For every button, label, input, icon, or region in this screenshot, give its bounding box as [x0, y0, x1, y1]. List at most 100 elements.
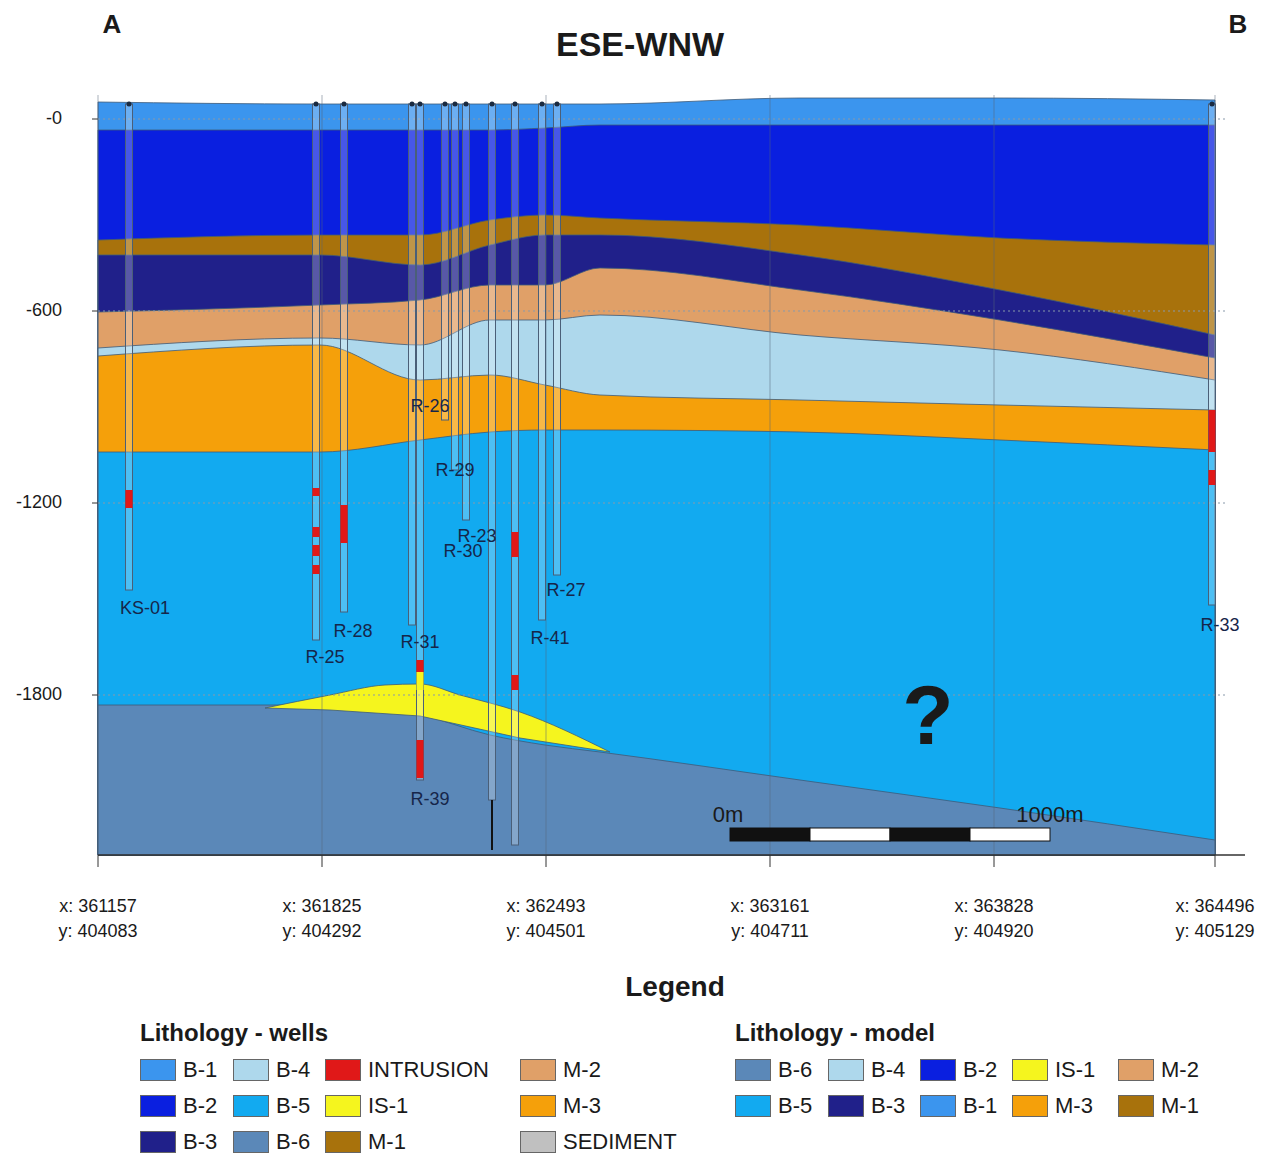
- scale-bar: [730, 828, 1050, 841]
- axis-tick: [92, 695, 98, 696]
- well-bore: [463, 104, 470, 520]
- well-head: [513, 102, 518, 107]
- well-head: [443, 102, 448, 107]
- legend-label: M-3: [1055, 1094, 1093, 1118]
- axis-line: [98, 854, 1245, 856]
- coordinate-label: y: 404501: [506, 922, 585, 942]
- grid-line: [98, 119, 1225, 120]
- well-head: [464, 102, 469, 107]
- stratum-layer: [98, 215, 1215, 855]
- intrusion-segment: [313, 545, 320, 556]
- stratum-layer: [98, 98, 1215, 855]
- well-bore: [126, 104, 133, 590]
- legend-label: B-5: [276, 1094, 310, 1118]
- legend-label: IS-1: [1055, 1058, 1095, 1082]
- legend-label: B-3: [871, 1094, 905, 1118]
- axis-tick: [994, 855, 995, 867]
- legend-label: B-1: [183, 1058, 217, 1082]
- well-bore: [417, 104, 424, 780]
- well-label: R-28: [333, 622, 372, 642]
- well-bore: [539, 104, 546, 620]
- well-head: [490, 102, 495, 107]
- legend-label: M-3: [563, 1094, 601, 1118]
- legend-heading: Lithology - wells: [140, 1020, 328, 1046]
- axis-tick: [92, 119, 98, 120]
- axis-tick: [322, 855, 323, 867]
- well-trace: [491, 800, 493, 850]
- axis-tick: [92, 503, 98, 504]
- intrusion-segment: [1209, 470, 1216, 485]
- stratum-layer: [98, 315, 1215, 855]
- depth-label: -0: [46, 109, 62, 129]
- legend-swatch: [828, 1059, 864, 1081]
- stratum-layer: [98, 125, 1215, 855]
- intrusion-segment: [313, 565, 320, 574]
- legend-swatch: [1012, 1059, 1048, 1081]
- well-head: [314, 102, 319, 107]
- well-bore: [313, 104, 320, 640]
- legend-swatch: [520, 1131, 556, 1153]
- axis-tick: [98, 855, 99, 867]
- well-bore: [409, 104, 416, 625]
- well-label: R-33: [1200, 616, 1239, 636]
- scale-segment: [970, 828, 1050, 841]
- well-head: [540, 102, 545, 107]
- legend-swatch: [233, 1095, 269, 1117]
- depth-label: -1800: [16, 685, 62, 705]
- coordinate-label: y: 404711: [731, 922, 809, 942]
- intrusion-segment: [417, 740, 424, 778]
- well-head: [127, 102, 132, 107]
- intrusion-segment: [417, 660, 424, 672]
- legend-label: M-2: [563, 1058, 601, 1082]
- well-label: R-29: [435, 461, 474, 481]
- coordinate-label: y: 404292: [282, 922, 361, 942]
- stratum-layer: [98, 705, 1215, 855]
- well-label: R-27: [546, 581, 585, 601]
- intrusive-lens: [265, 684, 610, 752]
- grid-line: [994, 95, 995, 855]
- well-head: [453, 102, 458, 107]
- legend-heading: Legend: [625, 972, 725, 1003]
- well-bore: [512, 104, 519, 845]
- grid-line: [98, 503, 1225, 504]
- coordinate-label: x: 361157: [59, 897, 137, 917]
- wells: [126, 102, 1216, 851]
- well-label: R-30: [443, 542, 482, 562]
- well-label: R-26: [410, 397, 449, 417]
- well-bore: [442, 104, 449, 420]
- grid-line: [322, 95, 323, 855]
- stratum-layer: [98, 345, 1215, 855]
- intrusion-segment: [313, 527, 320, 537]
- legend-swatch: [325, 1095, 361, 1117]
- legend-swatch: [325, 1059, 361, 1081]
- legend-swatch: [1012, 1095, 1048, 1117]
- scale-label: 1000m: [1016, 803, 1083, 827]
- legend-label: M-1: [1161, 1094, 1199, 1118]
- intrusion-segment: [313, 488, 320, 496]
- coordinate-label: x: 363161: [730, 897, 809, 917]
- well-label: R-41: [530, 629, 569, 649]
- legend-swatch: [920, 1059, 956, 1081]
- legend-label: B-2: [963, 1058, 997, 1082]
- legend-label: B-6: [276, 1130, 310, 1154]
- legend-swatch: [735, 1059, 771, 1081]
- question-mark: ?: [902, 669, 953, 761]
- coordinate-label: x: 361825: [282, 897, 361, 917]
- well-head: [410, 102, 415, 107]
- intrusion-segment: [512, 675, 519, 690]
- section-end-label: A: [103, 10, 122, 39]
- legend-label: B-5: [778, 1094, 812, 1118]
- legend-swatch: [1118, 1095, 1154, 1117]
- legend-label: B-6: [778, 1058, 812, 1082]
- legend-label: B-2: [183, 1094, 217, 1118]
- well-label: R-25: [305, 648, 344, 668]
- intrusion-segment: [126, 490, 133, 508]
- well-label: R-39: [410, 790, 449, 810]
- legend-label: B-1: [963, 1094, 997, 1118]
- legend-swatch: [140, 1095, 176, 1117]
- legend-label: B-4: [276, 1058, 310, 1082]
- legend-swatch: [233, 1059, 269, 1081]
- coordinate-label: y: 405129: [1175, 922, 1254, 942]
- well-head: [555, 102, 560, 107]
